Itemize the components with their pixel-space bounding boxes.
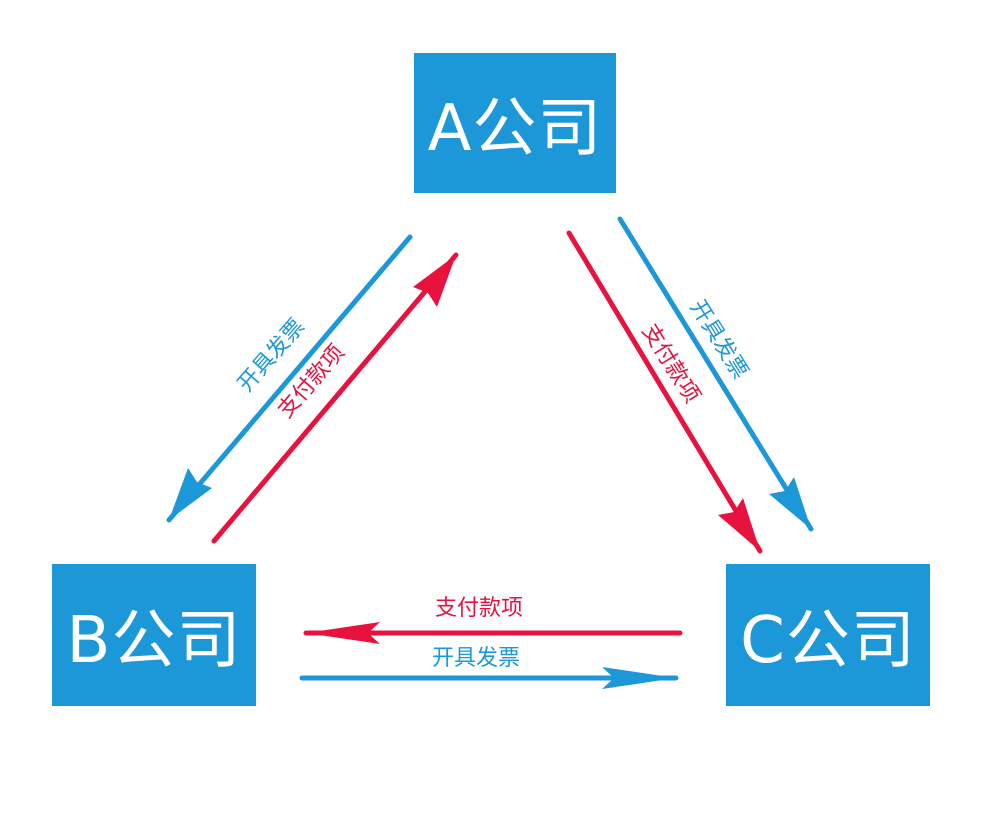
node-b-company: B公司 — [52, 564, 256, 706]
node-a-company: A公司 — [414, 53, 616, 193]
arrow-c-to-b-payment — [303, 622, 683, 644]
node-c-company: C公司 — [726, 564, 930, 706]
node-b-label: B公司 — [66, 604, 242, 678]
label-c-to-b-payment: 支付款项 — [435, 596, 524, 621]
node-c-label: C公司 — [740, 604, 916, 678]
arrow-b-to-c-invoice — [299, 667, 679, 689]
arrow-a-to-c-payment — [566, 230, 763, 554]
node-a-label: A公司 — [427, 92, 603, 166]
arrow-b-to-a-payment — [211, 252, 459, 544]
arrow-a-to-c-invoice — [617, 216, 814, 532]
label-b-to-c-invoice: 开具发票 — [432, 646, 521, 671]
arrow-a-to-b-invoice — [166, 234, 413, 523]
